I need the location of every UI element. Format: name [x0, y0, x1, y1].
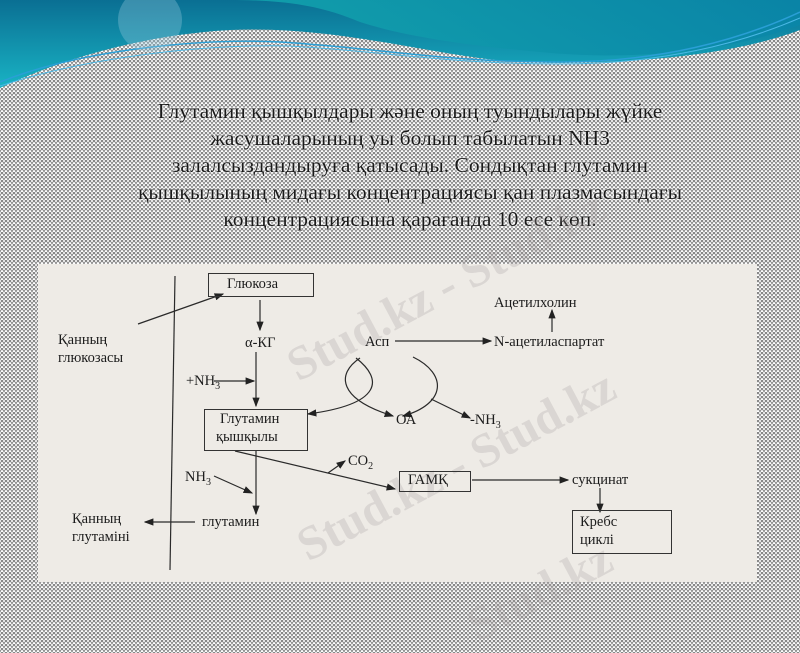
minus-nh3-label: -NH3	[470, 412, 501, 434]
nh3-label: NH3	[185, 469, 211, 491]
glutamic-acid-label-2: қышқылы	[216, 429, 278, 445]
plus-nh3-label: +NH3	[186, 373, 220, 395]
n-acetylaspartate-label: N-ацетиласпартат	[494, 334, 605, 350]
text-line-5: концентрациясына қарағанда 10 есе көп.	[223, 207, 597, 231]
header-wave-banner	[0, 0, 800, 130]
acetylcholine-label: Ацетилхолин	[494, 295, 577, 311]
nh3-text: NH	[185, 469, 206, 485]
oa-label: ОА	[396, 412, 417, 428]
metabolic-pathway-diagram: Stud.kz - Stud.kz Stud.kz - Stud.kz Stud…	[38, 180, 757, 652]
co2-text: CO	[348, 453, 369, 469]
wave-decoration	[0, 0, 800, 88]
asp-label: Асп	[365, 334, 390, 350]
glutamic-acid-box	[204, 409, 308, 451]
plus-nh3-sub: 3	[215, 380, 221, 392]
co2-label: CO2	[348, 453, 373, 475]
succinate-label: сукцинат	[572, 472, 629, 488]
glucose-label: Глюкоза	[227, 276, 279, 292]
glucose-box	[208, 273, 314, 297]
krebs-label-1: Кребс	[580, 514, 618, 530]
glutamic-acid-label-1: Глутамин	[220, 411, 280, 427]
minus-nh3-text: -NH	[470, 412, 496, 428]
blood-glucose-label-2: глюкозасы	[58, 350, 124, 366]
alpha-kg-label: α-КГ	[245, 335, 276, 351]
krebs-cycle-box	[572, 510, 672, 554]
minus-nh3-sub: 3	[495, 419, 501, 431]
text-line-2: жасушаларының уы болып табылатын NH3	[210, 126, 610, 150]
glutamine-label: глутамин	[202, 514, 260, 530]
diagram-arrows	[137, 275, 604, 571]
text-line-1: Глутамин қышқылдары және оның туындылары…	[157, 99, 663, 123]
text-line-4: қышқылының мидағы концентрациясы қан пла…	[137, 180, 683, 204]
co2-sub: 2	[368, 460, 374, 472]
slide-body-text: Глутамин қышқылдары және оның туындылары…	[60, 98, 760, 233]
blood-glutamine-label-1: Қанның	[72, 511, 122, 527]
nh3-sub: 3	[205, 476, 211, 488]
plus-nh3-text: +NH	[186, 373, 216, 389]
blood-glutamine-label-2: глутаміні	[72, 529, 130, 545]
blood-glucose-label-1: Қанның	[58, 332, 108, 348]
gaba-label: ГАМҚ	[408, 472, 448, 488]
text-line-3: залалсыздандыруға қатысады. Сондықтан гл…	[171, 153, 649, 177]
krebs-label-2: циклі	[580, 532, 614, 548]
gaba-box	[399, 471, 471, 492]
